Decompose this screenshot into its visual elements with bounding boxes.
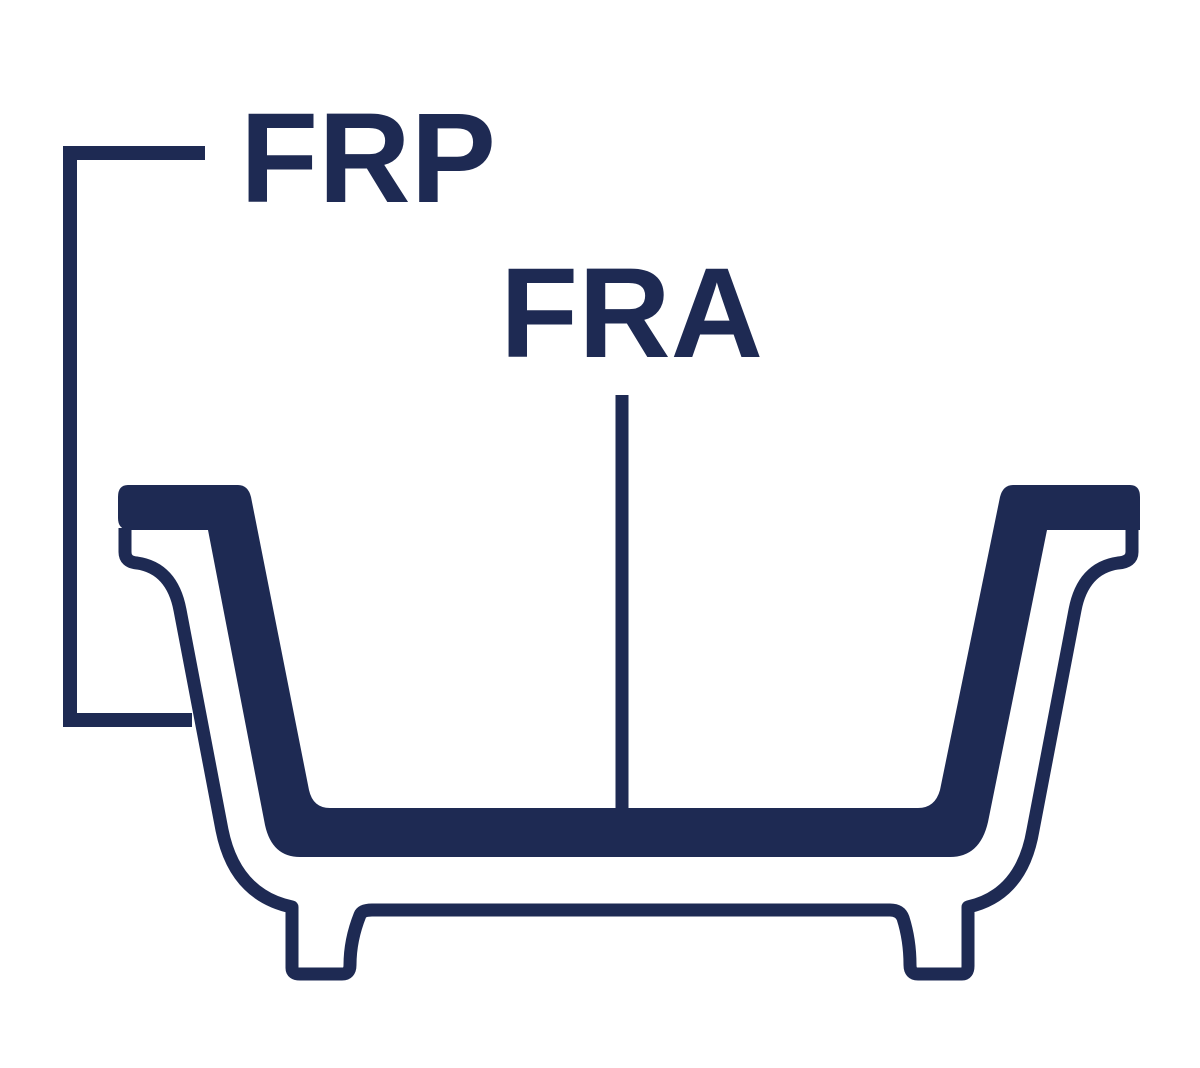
fra-label: FRA — [500, 242, 763, 385]
fra-inner-layer — [118, 485, 1140, 857]
frp-bracket — [63, 146, 205, 727]
frp-outer-shell — [118, 528, 1139, 981]
frp-label: FRP — [240, 87, 496, 230]
